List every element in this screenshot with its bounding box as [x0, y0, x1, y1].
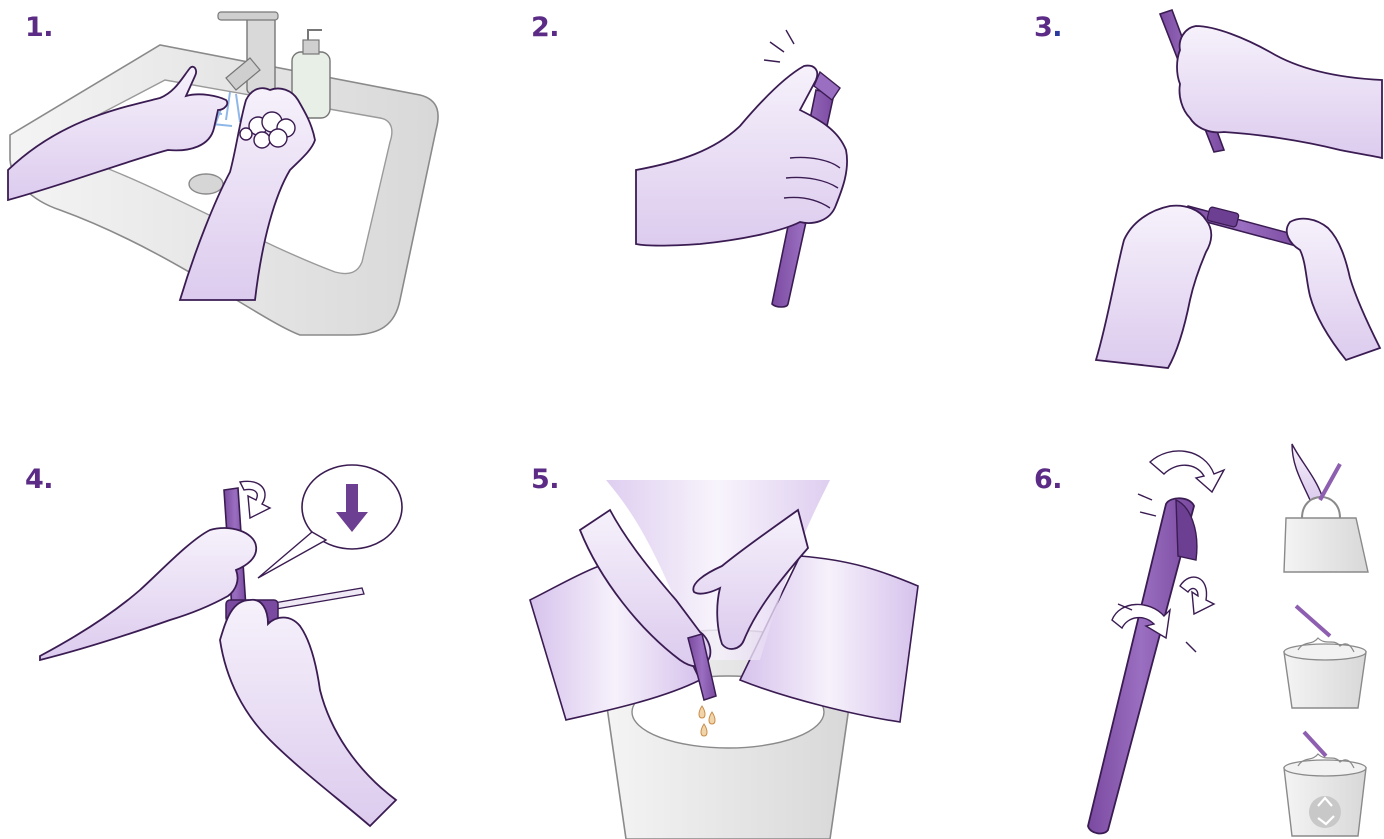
- step-5-illustration: [530, 480, 918, 839]
- trash-bin-icon: [1284, 732, 1366, 836]
- hand-icon: [1292, 444, 1322, 500]
- rotate-arrow-icon: [1150, 451, 1224, 492]
- callout-bubble: [258, 465, 402, 578]
- swab-icon: [268, 588, 364, 610]
- trash-bin-icon: [1284, 606, 1366, 708]
- snap-lines: [764, 30, 794, 62]
- drain-plug: [189, 174, 223, 194]
- step-3-illustration: [1096, 10, 1382, 368]
- rotate-arrow-icon: [1180, 577, 1214, 614]
- hand-icon: [1287, 219, 1380, 360]
- hand-icon: [1096, 206, 1211, 368]
- step-4-illustration: [40, 465, 402, 826]
- step-6-illustration: [1088, 444, 1368, 836]
- handbag-icon: [1284, 444, 1368, 572]
- step-2-illustration: [636, 30, 847, 307]
- step-1-illustration: [8, 12, 438, 335]
- hand-icon: [220, 600, 396, 826]
- rotate-arrow-icon: [240, 481, 270, 518]
